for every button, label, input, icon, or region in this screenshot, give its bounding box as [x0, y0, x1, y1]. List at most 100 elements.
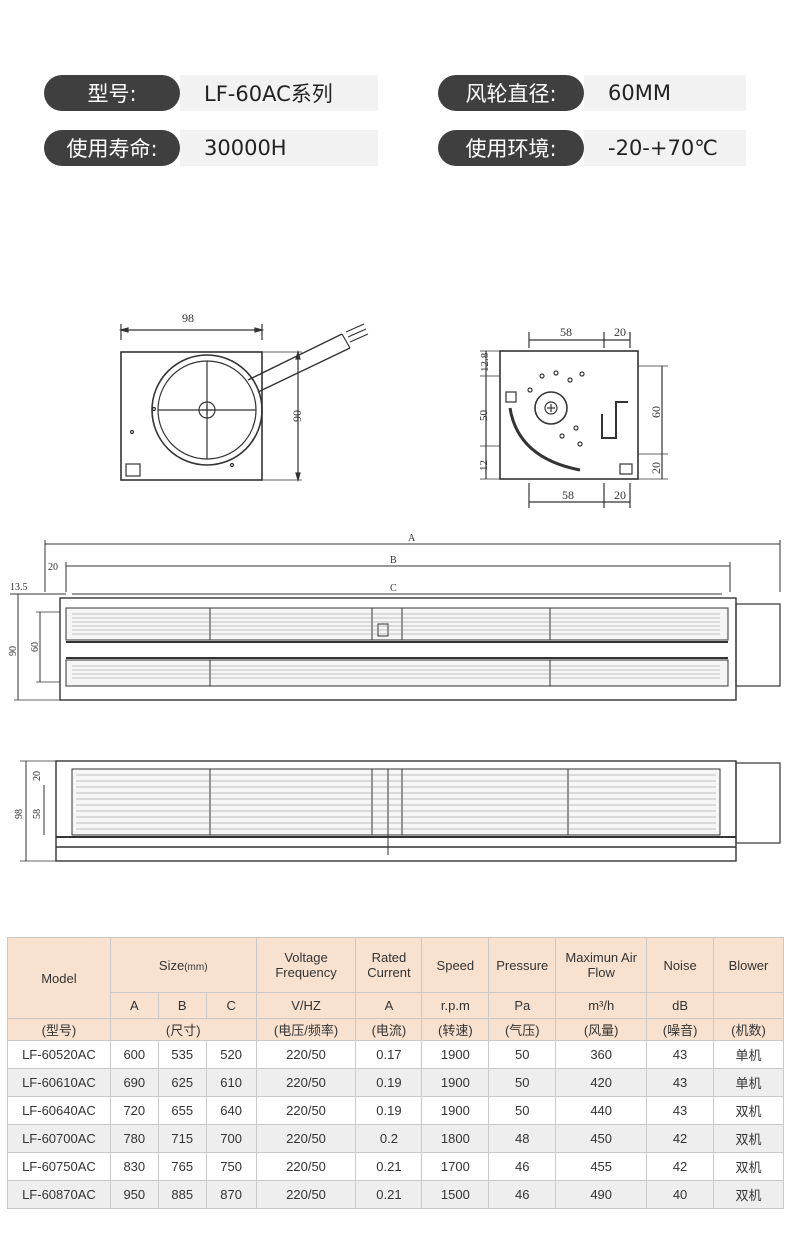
long-dim-60: 60 [30, 642, 41, 652]
long-dim-20: 20 [48, 562, 58, 573]
header-size: Size(mm) [109, 937, 257, 993]
cell-current: 0.21 [355, 1180, 423, 1209]
model-value: LF-60AC系列 [180, 75, 378, 111]
cell-speed: 1800 [421, 1124, 490, 1153]
cell-airflow: 455 [555, 1152, 648, 1181]
unit-noise: dB [646, 992, 715, 1019]
side-dim-left-b: 50 [478, 410, 490, 422]
header-pressure: Pressure [488, 937, 557, 993]
cell-blower: 双机 [713, 1180, 784, 1209]
cn-pressure: (气压) [488, 1018, 557, 1041]
cell-size-a: 600 [109, 1040, 159, 1069]
header-voltage: Voltage Frequency [255, 937, 357, 993]
cell-size-a: 780 [109, 1124, 159, 1153]
long-view-drawing: A B C 20 13.5 90 60 [8, 533, 781, 701]
cn-airflow: (风量) [555, 1018, 648, 1041]
long-dim-a: A [408, 533, 416, 544]
cell-size-b: 765 [157, 1152, 207, 1181]
cell-voltage: 220/50 [255, 1152, 357, 1181]
front-height-dim: 90 [290, 410, 304, 422]
long-dim-c: C [390, 583, 397, 594]
cell-voltage: 220/50 [255, 1096, 357, 1125]
cell-size-c: 700 [205, 1124, 257, 1153]
cell-size-c: 640 [205, 1096, 257, 1125]
cell-size-b: 715 [157, 1124, 207, 1153]
cell-model: LF-60700AC [7, 1124, 111, 1153]
cell-model: LF-60870AC [7, 1180, 111, 1209]
side-dim-bottom-a: 58 [562, 488, 574, 502]
cell-size-a: 690 [109, 1068, 159, 1097]
wheel-diameter-label: 风轮直径: [438, 75, 584, 111]
cell-blower: 双机 [713, 1124, 784, 1153]
cell-voltage: 220/50 [255, 1124, 357, 1153]
long-dim-90: 90 [8, 646, 19, 656]
cn-current: (电流) [355, 1018, 423, 1041]
side-dim-right-a: 60 [649, 406, 663, 418]
header-current: Rated Current [355, 937, 423, 993]
cell-model: LF-60640AC [7, 1096, 111, 1125]
cell-pressure: 46 [488, 1180, 557, 1209]
cell-airflow: 420 [555, 1068, 648, 1097]
cell-speed: 1700 [421, 1152, 490, 1181]
cell-current: 0.21 [355, 1152, 423, 1181]
top-view-drawing: 98 20 58 [14, 760, 781, 862]
side-dim-bottom-b: 20 [614, 488, 626, 502]
cell-model: LF-60610AC [7, 1068, 111, 1097]
service-life-value: 30000H [180, 130, 378, 166]
unit-blower [713, 992, 784, 1019]
cell-voltage: 220/50 [255, 1040, 357, 1069]
unit-pressure: Pa [488, 992, 557, 1019]
cell-pressure: 50 [488, 1040, 557, 1069]
front-width-dim: 98 [182, 311, 194, 325]
header-blower: Blower [713, 937, 784, 993]
long-dim-13-5: 13.5 [10, 582, 28, 593]
long-dim-b: B [390, 555, 397, 566]
top-dim-98: 98 [14, 809, 25, 819]
cell-size-b: 535 [157, 1040, 207, 1069]
cell-pressure: 48 [488, 1124, 557, 1153]
cell-airflow: 440 [555, 1096, 648, 1125]
cell-size-c: 610 [205, 1068, 257, 1097]
header-speed: Speed [421, 937, 490, 993]
cell-size-b: 655 [157, 1096, 207, 1125]
cn-voltage: (电压/频率) [255, 1018, 357, 1041]
cell-model: LF-60750AC [7, 1152, 111, 1181]
cell-noise: 42 [646, 1124, 715, 1153]
cell-blower: 单机 [713, 1040, 784, 1069]
cell-blower: 双机 [713, 1152, 784, 1181]
cell-size-c: 750 [205, 1152, 257, 1181]
cell-airflow: 360 [555, 1040, 648, 1069]
wheel-diameter-value: 60MM [584, 75, 746, 111]
model-label: 型号: [44, 75, 180, 111]
side-dim-top-b: 20 [614, 325, 626, 339]
top-dim-58: 58 [32, 809, 43, 819]
cell-noise: 43 [646, 1068, 715, 1097]
service-life-label: 使用寿命: [44, 130, 180, 166]
cell-noise: 43 [646, 1096, 715, 1125]
cell-model: LF-60520AC [7, 1040, 111, 1069]
front-view-drawing: 98 90 [118, 311, 369, 483]
cell-airflow: 450 [555, 1124, 648, 1153]
unit-airflow: m³/h [555, 992, 648, 1019]
unit-b: B [157, 992, 207, 1019]
cell-voltage: 220/50 [255, 1068, 357, 1097]
cell-pressure: 46 [488, 1152, 557, 1181]
cell-pressure: 50 [488, 1068, 557, 1097]
unit-c: C [205, 992, 257, 1019]
spec-table: Model Size(mm) Voltage Frequency Rated C… [7, 937, 784, 1209]
header-noise: Noise [646, 937, 715, 993]
cell-size-b: 625 [157, 1068, 207, 1097]
cell-blower: 单机 [713, 1068, 784, 1097]
unit-a: A [109, 992, 159, 1019]
environment-label: 使用环境: [438, 130, 584, 166]
cell-current: 0.19 [355, 1068, 423, 1097]
cell-size-a: 830 [109, 1152, 159, 1181]
cn-model: (型号) [7, 1018, 111, 1041]
cell-speed: 1900 [421, 1068, 490, 1097]
side-dim-right-b: 20 [649, 462, 663, 474]
cell-noise: 43 [646, 1040, 715, 1069]
